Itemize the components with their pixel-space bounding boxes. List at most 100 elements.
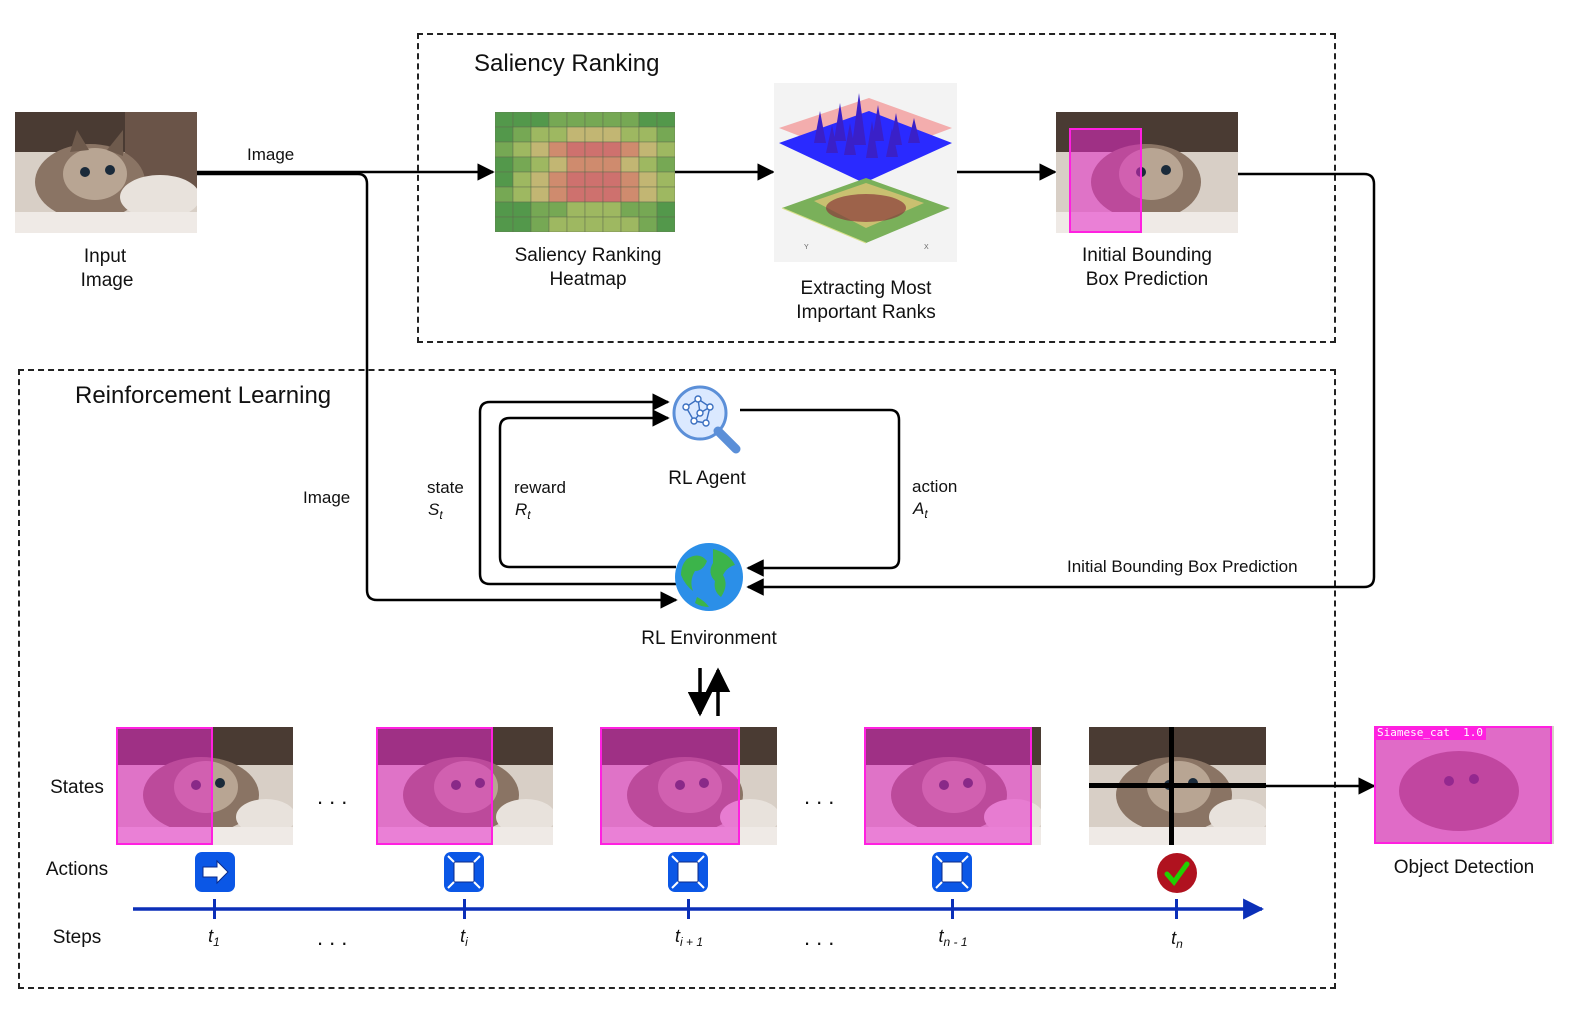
- row-label-actions: Actions: [45, 859, 109, 880]
- heatmap-cell: [495, 201, 514, 218]
- heatmap-cell: [584, 186, 604, 203]
- state-image: [116, 727, 293, 845]
- heatmap-cell: [602, 126, 622, 143]
- ibbp-label-1: Initial Bounding: [1082, 245, 1212, 266]
- arrow-reward: [498, 409, 676, 569]
- input-image-label-2: Image: [80, 270, 134, 291]
- heatmap-cell: [602, 141, 622, 158]
- reinforcement-learning-group: [18, 369, 1336, 989]
- heatmap-cell: [656, 156, 675, 173]
- heatmap-cell: [548, 201, 568, 218]
- heatmap-cell: [656, 171, 675, 188]
- heatmap-cell: [656, 126, 675, 143]
- heatmap-cell: [548, 216, 568, 232]
- heatmap-cell: [584, 216, 604, 232]
- heatmap-cell: [620, 126, 640, 143]
- steps-ellipsis: ...: [804, 925, 841, 950]
- state-symbol: St: [428, 500, 443, 522]
- input-image: [15, 112, 197, 233]
- ibbp-label-2: Box Prediction: [1085, 269, 1209, 290]
- step-tick: [951, 899, 954, 919]
- heatmap-cell: [548, 126, 568, 143]
- heatmap-cell: [495, 171, 514, 188]
- input-image-label-1: Input: [83, 246, 127, 267]
- expand-box-icon: [668, 852, 708, 892]
- heatmap-cell: [620, 216, 640, 232]
- steps-ellipsis: ...: [317, 925, 354, 950]
- step-tick: [463, 899, 466, 919]
- heatmap-cell: [584, 156, 604, 173]
- reinforcement-learning-title: Reinforcement Learning: [75, 382, 332, 409]
- detection-tag: Siamese_cat 1.0: [1374, 726, 1486, 740]
- heatmap-cell: [638, 126, 658, 143]
- arrow-right-icon: [195, 852, 235, 892]
- heatmap-cell: [530, 201, 550, 218]
- heatmap-cell: [530, 126, 550, 143]
- heatmap-cell: [512, 201, 532, 218]
- heatmap-cell: [548, 112, 568, 128]
- heatmap-cell: [495, 186, 514, 203]
- crosshair-horizontal: [1089, 783, 1266, 788]
- surface-axis-y: Y: [804, 244, 809, 251]
- heatmap-cell: [602, 171, 622, 188]
- image-edge-label-rl: Image: [303, 488, 351, 507]
- object-detection-label: Object Detection: [1393, 857, 1535, 878]
- state-box-overlay: [600, 727, 740, 845]
- row-label-steps: Steps: [52, 927, 102, 948]
- heatmap-cell: [566, 126, 586, 143]
- heatmap-cell: [566, 201, 586, 218]
- surface-axis-x: X: [924, 244, 929, 251]
- heatmap-cell: [602, 186, 622, 203]
- heatmap-cell: [620, 186, 640, 203]
- heatmap-cell: [512, 141, 532, 158]
- heatmap-cell: [584, 201, 604, 218]
- image-edge-label-top: Image: [247, 145, 295, 164]
- states-ellipsis: ...: [317, 784, 354, 809]
- heatmap-cell: [638, 171, 658, 188]
- expand-box-icon: [444, 852, 484, 892]
- heatmap-cell: [548, 186, 568, 203]
- heatmap-cell: [548, 141, 568, 158]
- extract-label-1: Extracting Most: [800, 278, 932, 299]
- step-tick: [1175, 899, 1178, 919]
- heatmap-cell: [530, 171, 550, 188]
- heatmap-cell: [566, 216, 586, 232]
- heatmap-cell: [620, 112, 640, 128]
- heatmap-cell: [602, 156, 622, 173]
- heatmap-cell: [495, 156, 514, 173]
- state-box-overlay: [864, 727, 1033, 845]
- heatmap-cell: [530, 186, 550, 203]
- initial-bbox-image: [1056, 112, 1238, 233]
- heatmap-cell: [638, 112, 658, 128]
- heatmap-cell: [566, 141, 586, 158]
- heatmap-cell: [530, 216, 550, 232]
- heatmap-cell: [530, 112, 550, 128]
- object-detection-image: Siamese_cat 1.0: [1374, 726, 1554, 844]
- heatmap-cell: [512, 112, 532, 128]
- expand-box-icon: [932, 852, 972, 892]
- step-label: tn: [1171, 928, 1183, 951]
- extract-label-2: Important Ranks: [796, 302, 936, 323]
- heatmap-cell: [638, 201, 658, 218]
- heatmap-cell: [530, 141, 550, 158]
- arrow-action: [740, 408, 901, 577]
- heatmap-cell: [548, 156, 568, 173]
- detection-box: [1374, 726, 1552, 844]
- step-label: t1: [208, 926, 220, 949]
- heatmap-cell: [638, 156, 658, 173]
- heatmap-cell: [638, 216, 658, 232]
- state-label: state: [427, 478, 464, 497]
- state-box-overlay: [116, 727, 214, 845]
- heatmap-cell: [620, 201, 640, 218]
- heatmap-cell: [566, 112, 586, 128]
- arrow-image-to-environment: [197, 172, 678, 609]
- arrow-ibbp-to-environment: [746, 172, 1376, 596]
- heatmap-cell: [512, 126, 532, 143]
- state-image: [376, 727, 553, 845]
- heatmap-cell: [530, 156, 550, 173]
- heatmap-cell: [602, 201, 622, 218]
- step-label: ti + 1: [674, 926, 704, 949]
- state-box-overlay: [376, 727, 493, 845]
- action-label: action: [912, 477, 958, 496]
- heatmap-cell: [656, 112, 675, 128]
